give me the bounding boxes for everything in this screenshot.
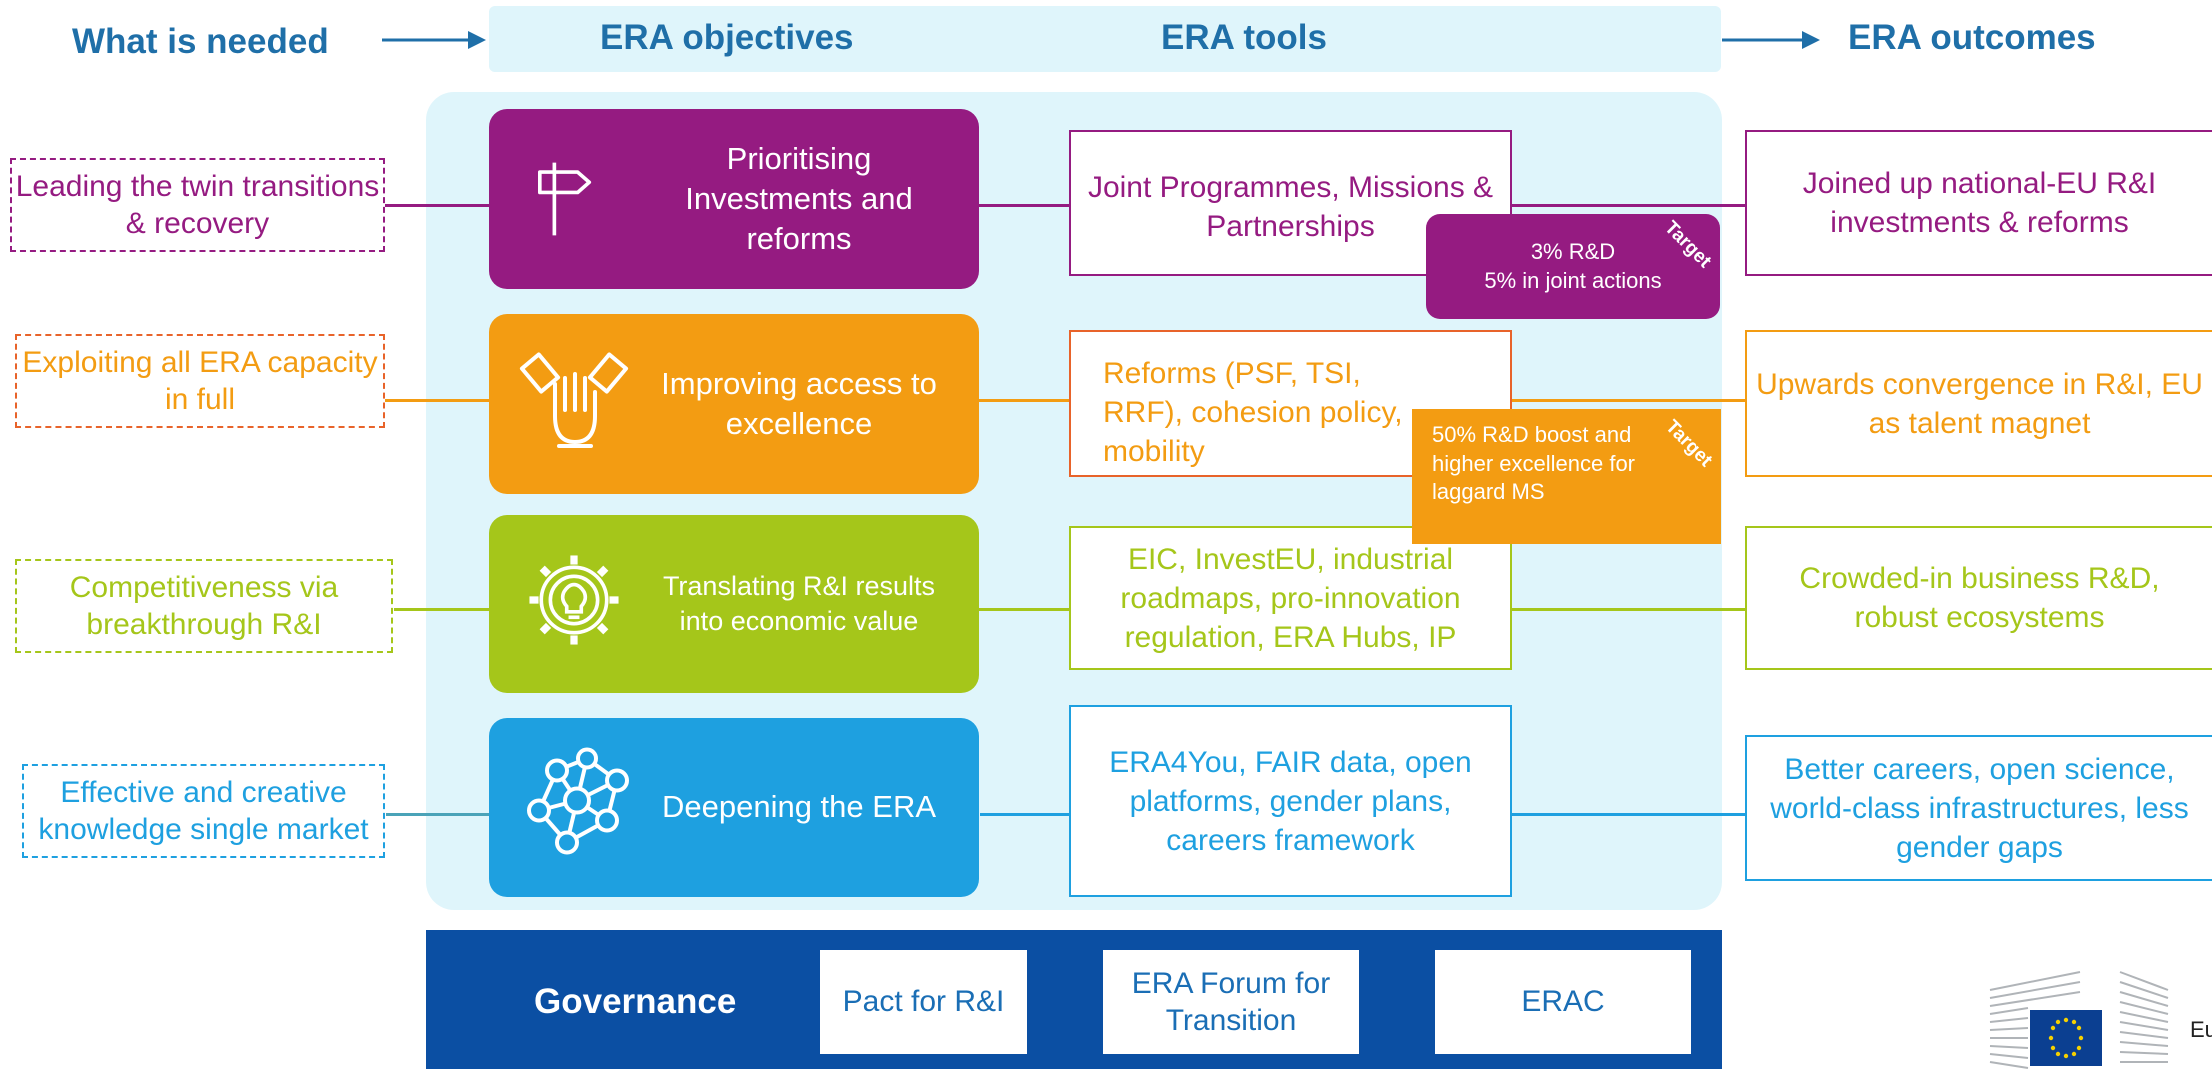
governance-item-text: ERAC bbox=[1521, 985, 1605, 1019]
outcome-box: Crowded-in business R&D, robust ecosyste… bbox=[1745, 526, 2212, 670]
outcome-text: Upwards convergence in R&I, EU as talent… bbox=[1756, 367, 2203, 440]
governance-label: Governance bbox=[534, 982, 737, 1021]
governance-item: ERAC bbox=[1435, 950, 1691, 1054]
connector-line bbox=[385, 204, 1745, 207]
header-tools: ERA tools bbox=[1161, 18, 1327, 57]
tool-text: Reforms (PSF, TSI, RRF), cohesion policy… bbox=[1103, 357, 1403, 468]
outcome-box: Upwards convergence in R&I, EU as talent… bbox=[1745, 330, 2212, 477]
outcome-box: Better careers, open science, world-clas… bbox=[1745, 735, 2212, 881]
signpost-icon bbox=[538, 162, 592, 236]
governance-item: ERA Forum for Transition bbox=[1103, 950, 1359, 1054]
outcome-text: Joined up national-EU R&I investments & … bbox=[1802, 167, 2157, 239]
network-icon bbox=[527, 747, 629, 855]
objective-text: Improving access to excellence bbox=[661, 365, 937, 441]
need-text: Competitiveness via breakthrough R&I bbox=[69, 570, 339, 642]
target-text: 3% R&D 5% in joint actions bbox=[1484, 239, 1662, 293]
target-label: Target bbox=[1661, 416, 1717, 472]
outcome-text: Better careers, open science, world-clas… bbox=[1770, 752, 2189, 864]
tool-text: ERA4You, FAIR data, open platforms, gend… bbox=[1109, 745, 1472, 857]
header-band bbox=[489, 6, 1721, 72]
gear-lightbulb-icon bbox=[529, 555, 619, 645]
tool-box: ERA4You, FAIR data, open platforms, gend… bbox=[1069, 705, 1512, 897]
tool-text: EIC, InvestEU, industrial roadmaps, pro-… bbox=[1120, 542, 1461, 654]
tool-box: EIC, InvestEU, industrial roadmaps, pro-… bbox=[1069, 526, 1512, 670]
objective-box: Prioritising Investments and reforms bbox=[489, 109, 979, 289]
header-objectives: ERA objectives bbox=[600, 18, 854, 57]
governance-item: Pact for R&I bbox=[820, 950, 1027, 1054]
objective-text: Deepening the ERA bbox=[661, 789, 937, 825]
need-text: Exploiting all ERA capacity in full bbox=[22, 345, 378, 417]
objective-box: Translating R&I results into economic va… bbox=[489, 515, 979, 693]
eu-stars-icon bbox=[2048, 1017, 2084, 1059]
objective-text: Translating R&I results into economic va… bbox=[662, 570, 936, 636]
need-box: Exploiting all ERA capacity in full bbox=[15, 334, 385, 428]
objective-text: Prioritising Investments and reforms bbox=[685, 140, 913, 257]
target-text: 50% R&D boost and higher excellence for … bbox=[1432, 422, 1636, 505]
governance-item-text: Pact for R&I bbox=[842, 985, 1005, 1019]
need-box: Leading the twin transitions & recovery bbox=[10, 158, 385, 252]
outcome-box: Joined up national-EU R&I investments & … bbox=[1745, 130, 2212, 276]
european-commission-logo: European Commission bbox=[1988, 968, 2212, 1069]
need-text: Leading the twin transitions & recovery bbox=[15, 169, 380, 241]
target-badge: 3% R&D 5% in joint actions Target bbox=[1426, 214, 1720, 319]
tool-box: Reforms (PSF, TSI, RRF), cohesion policy… bbox=[1069, 330, 1512, 477]
connector-line bbox=[385, 399, 1745, 402]
tool-text: Joint Programmes, Missions & Partnership… bbox=[1087, 171, 1494, 243]
target-badge: 50% R&D boost and higher excellence for … bbox=[1412, 409, 1721, 544]
outcome-text: Crowded-in business R&D, robust ecosyste… bbox=[1799, 562, 2160, 634]
logo-text: European Commission bbox=[2190, 1017, 2212, 1042]
need-box: Competitiveness via breakthrough R&I bbox=[15, 559, 393, 653]
arrow-right-icon bbox=[382, 31, 486, 49]
objective-box: Improving access to excellence bbox=[489, 314, 979, 494]
need-text: Effective and creative knowledge single … bbox=[38, 775, 369, 847]
arrow-right-icon bbox=[1722, 31, 1820, 49]
governance-bar: Governance Pact for R&I ERA Forum for Tr… bbox=[426, 930, 1722, 1069]
hands-together-icon bbox=[519, 352, 629, 448]
objective-box: Deepening the ERA bbox=[489, 718, 979, 897]
governance-item-text: ERA Forum for Transition bbox=[1131, 966, 1331, 1038]
ec-building-icon bbox=[1989, 971, 2169, 1069]
header-outcomes: ERA outcomes bbox=[1848, 18, 2096, 57]
connector-line bbox=[386, 813, 506, 816]
need-box: Effective and creative knowledge single … bbox=[22, 764, 385, 858]
header-what-is-needed: What is needed bbox=[72, 22, 329, 61]
